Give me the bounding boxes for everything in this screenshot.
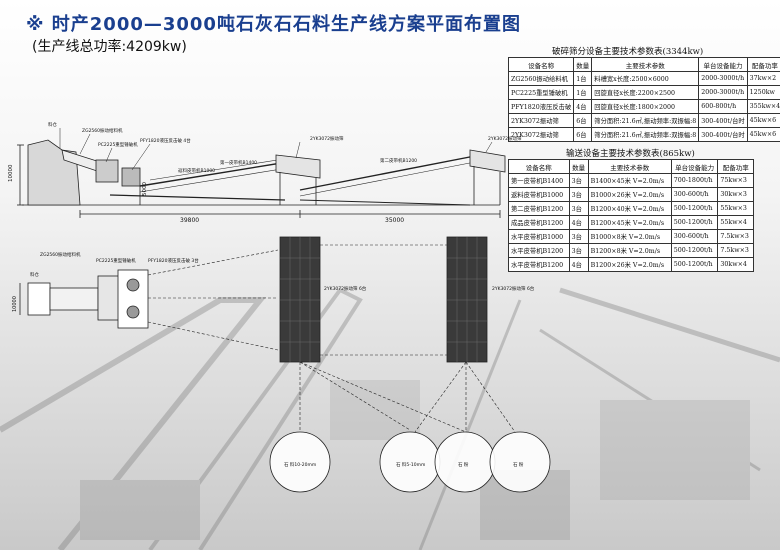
- elev-height-dim: 10000: [8, 164, 14, 182]
- elev-feed-label: 料仓: [48, 121, 57, 128]
- elevation-view: [17, 128, 506, 218]
- leader-line: [295, 141, 301, 159]
- belt2-line: [299, 154, 481, 191]
- plan-impact-label: PFY1820液压反击破 3台: [148, 257, 199, 264]
- impact-rotor: [126, 278, 140, 292]
- elev-dim1: 39800: [180, 217, 199, 224]
- product-label-2: 石 料5-10mm: [396, 461, 425, 468]
- product-label-1: 石 料10-20mm: [284, 461, 316, 468]
- belt1-line-lower: [139, 165, 301, 193]
- screen1-shape: [275, 154, 321, 179]
- table-cell: 筛分面积:21.6㎡,振动频率:双振幅:8: [591, 127, 700, 142]
- product-label-3: 石 粉: [458, 461, 469, 468]
- feed-pile: [27, 139, 81, 206]
- plan-feeder-label: ZG2560振动给料机: [40, 251, 81, 258]
- table-cell: 300-400t/台时: [698, 127, 748, 142]
- table-cell: 7.5kw×3: [717, 229, 754, 244]
- plan-feed-bin: [27, 282, 51, 316]
- product-pile-2: [379, 431, 441, 493]
- page-title: ※ 时产2000—3000吨石灰石石料生产线方案平面布置图: [26, 14, 521, 35]
- elev-impact-label: PFY1820液压反击破 4台: [140, 137, 191, 144]
- plan-labels: 料仓 ZG2560振动给料机 PC2225重型锤破机 PFY1820液压反击破 …: [12, 251, 535, 468]
- plan-view: [19, 236, 551, 493]
- plan-feed-lines: [147, 244, 516, 433]
- belt-support: [149, 157, 291, 181]
- product-label-4: 石 粉: [513, 461, 524, 468]
- leader-line: [105, 147, 113, 163]
- product-pile-3: [434, 431, 496, 493]
- belt2-return: [299, 199, 471, 206]
- plan-screen1-label: 2YK3072振动筛 6台: [324, 285, 367, 292]
- leader-line: [131, 143, 151, 171]
- table-cell: 3台: [568, 173, 589, 188]
- impact-crusher-shape: [121, 167, 141, 187]
- table-cell: 水平皮带机B1200: [508, 257, 570, 272]
- table-cell: 4台: [568, 257, 589, 272]
- impact-rotor: [126, 305, 140, 319]
- elev-belt2-label: 第二皮带机B1200: [380, 157, 417, 164]
- plan-width-dim-label: 10000: [12, 296, 18, 312]
- return-belt-line: [109, 194, 286, 201]
- plan-crusher-label: PC2225重型锤破机: [96, 257, 136, 264]
- elev-dim2: 35000: [385, 217, 404, 224]
- leader-line: [79, 133, 91, 155]
- table-cell: 30kw×4: [717, 257, 754, 272]
- screen-grid: [280, 237, 487, 362]
- leader-line: [485, 141, 493, 153]
- crusher-shape: [95, 159, 119, 183]
- elev-feeder-label: ZG2560振动给料机: [82, 127, 123, 134]
- page-subtitle: (生产线总功率:4209kw): [32, 39, 187, 55]
- plan-feed-label: 料仓: [30, 271, 39, 278]
- plan-feeder: [49, 287, 99, 311]
- elev-height2-dim: 5000: [142, 182, 148, 196]
- elev-screen2-label: 2YK3072振动筛: [488, 135, 522, 142]
- screen2-shape: [469, 149, 506, 173]
- table-cell: 2YK3072振动筛: [507, 127, 575, 142]
- belt2-line-lower: [299, 160, 481, 197]
- table-cell: 6台: [573, 127, 593, 142]
- table-cell: 45kw×6: [746, 127, 780, 142]
- plan-screen2-label: 2YK3072振动筛 6台: [492, 285, 535, 292]
- elev-screen1-label: 2YK3072振动筛: [310, 135, 344, 142]
- product-pile-4: [489, 431, 551, 493]
- crush-table-caption: 破碎筛分设备主要技术参数表(3344kw): [552, 47, 704, 57]
- convey-table-caption: 输送设备主要技术参数表(865kw): [566, 149, 695, 159]
- elevation-labels: 料仓 ZG2560振动给料机 PC2225重型锤破机 PFY1820液压反击破 …: [8, 121, 522, 224]
- elev-return-label: 返料皮带机B1000: [178, 167, 215, 174]
- elev-belt1-label: 第一皮带机B1400: [220, 159, 257, 166]
- belt1-line: [139, 159, 301, 187]
- table-cell: 500-1200t/h: [670, 257, 719, 272]
- table-cell: ZG2560振动给料机: [507, 71, 575, 86]
- product-pile-1: [269, 431, 331, 493]
- table-cell: B1200×26米 V=2.0m/s: [587, 257, 672, 272]
- elev-crusher-label: PC2225重型锤破机: [98, 141, 138, 148]
